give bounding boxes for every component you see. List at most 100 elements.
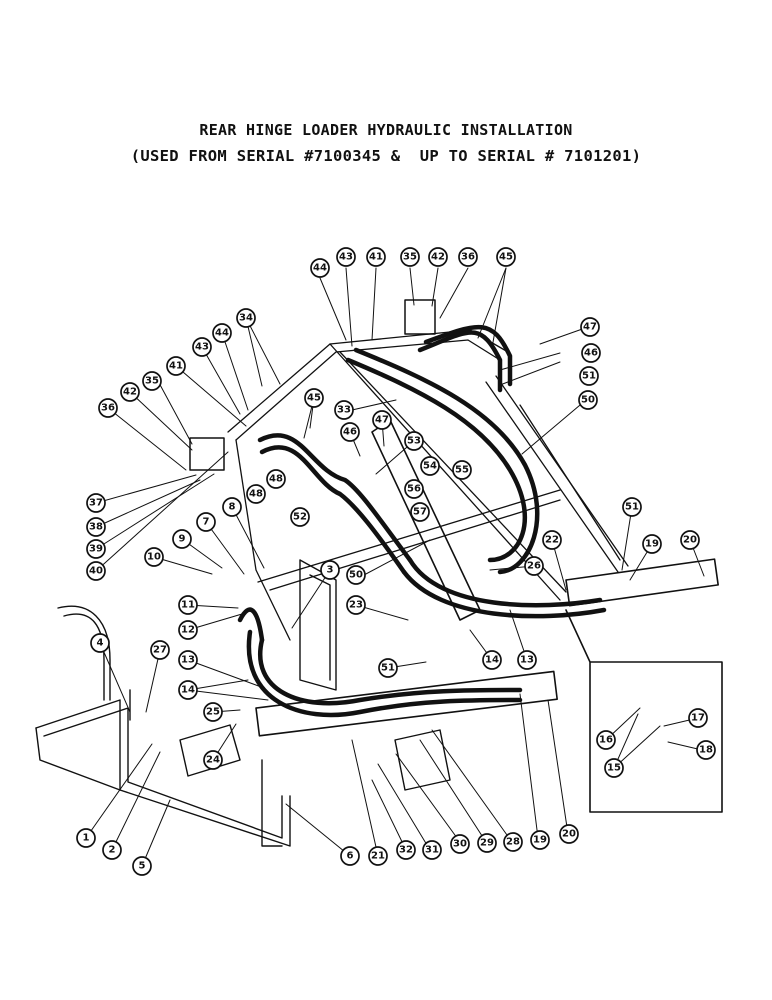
callout: 11 (178, 595, 198, 615)
svg-text:4: 4 (97, 638, 104, 649)
svg-text:46: 46 (584, 348, 598, 359)
svg-text:20: 20 (562, 829, 576, 840)
svg-text:52: 52 (293, 512, 307, 523)
svg-text:57: 57 (413, 507, 427, 518)
svg-text:45: 45 (307, 393, 321, 404)
svg-text:56: 56 (407, 484, 421, 495)
svg-text:43: 43 (195, 342, 209, 353)
callout: 41 (166, 356, 186, 376)
svg-text:47: 47 (375, 415, 389, 426)
svg-text:55: 55 (455, 465, 469, 476)
svg-text:1: 1 (83, 833, 90, 844)
callout: 20 (680, 530, 700, 550)
callout: 10 (144, 547, 164, 567)
callout: 30 (450, 834, 470, 854)
callout: 20 (559, 824, 579, 844)
svg-text:39: 39 (89, 544, 103, 555)
svg-text:10: 10 (147, 552, 161, 563)
svg-text:18: 18 (699, 745, 713, 756)
svg-text:30: 30 (453, 839, 467, 850)
svg-text:44: 44 (215, 328, 229, 339)
callout: 26 (524, 556, 544, 576)
svg-text:26: 26 (527, 561, 541, 572)
callout: 28 (503, 832, 523, 852)
svg-text:35: 35 (403, 252, 417, 263)
svg-text:48: 48 (269, 474, 283, 485)
svg-text:15: 15 (607, 763, 621, 774)
callout: 2 (102, 840, 122, 860)
svg-text:6: 6 (347, 851, 354, 862)
callout: 33 (334, 400, 354, 420)
svg-text:23: 23 (349, 600, 363, 611)
callout: 38 (86, 517, 106, 537)
svg-text:36: 36 (461, 252, 475, 263)
svg-text:33: 33 (337, 405, 351, 416)
svg-text:24: 24 (206, 755, 220, 766)
callout: 52 (290, 507, 310, 527)
svg-text:7: 7 (203, 517, 210, 528)
callout: 4 (90, 633, 110, 653)
callout: 51 (579, 366, 599, 386)
svg-text:46: 46 (343, 427, 357, 438)
svg-text:32: 32 (399, 845, 413, 856)
svg-text:21: 21 (371, 851, 385, 862)
callout: 19 (530, 830, 550, 850)
callout: 55 (452, 460, 472, 480)
svg-text:14: 14 (181, 685, 195, 696)
svg-text:43: 43 (339, 252, 353, 263)
svg-text:51: 51 (582, 371, 596, 382)
svg-text:50: 50 (581, 395, 595, 406)
callout: 57 (410, 502, 430, 522)
callout: 14 (482, 650, 502, 670)
svg-text:31: 31 (425, 845, 439, 856)
svg-text:29: 29 (480, 838, 494, 849)
callout: 41 (366, 247, 386, 267)
svg-text:35: 35 (145, 376, 159, 387)
callout: 1 (76, 828, 96, 848)
callout: 8 (222, 497, 242, 517)
svg-text:42: 42 (431, 252, 445, 263)
callout: 46 (340, 422, 360, 442)
callout: 23 (346, 595, 366, 615)
svg-text:54: 54 (423, 461, 437, 472)
callout: 54 (420, 456, 440, 476)
svg-text:37: 37 (89, 498, 103, 509)
callout: 50 (578, 390, 598, 410)
svg-text:42: 42 (123, 387, 137, 398)
callout: 36 (98, 398, 118, 418)
callout: 15 (604, 758, 624, 778)
callout: 25 (203, 702, 223, 722)
callout: 47 (580, 317, 600, 337)
svg-text:12: 12 (181, 625, 195, 636)
callout: 46 (581, 343, 601, 363)
callout: 43 (336, 247, 356, 267)
svg-text:50: 50 (349, 570, 363, 581)
svg-text:2: 2 (109, 845, 116, 856)
callout: 48 (246, 484, 266, 504)
base-frame (35, 559, 451, 847)
callout: 18 (696, 740, 716, 760)
svg-text:25: 25 (206, 707, 220, 718)
callout: 43 (192, 337, 212, 357)
svg-text:14: 14 (485, 655, 499, 666)
callout: 6 (340, 846, 360, 866)
callout: 44 (310, 258, 330, 278)
callout: 40 (86, 561, 106, 581)
svg-text:48: 48 (249, 489, 263, 500)
svg-text:34: 34 (239, 313, 253, 324)
detail-inset (565, 609, 723, 813)
callout: 13 (178, 650, 198, 670)
callout: 36 (458, 247, 478, 267)
svg-text:11: 11 (181, 600, 195, 611)
svg-text:17: 17 (691, 713, 705, 724)
svg-text:20: 20 (683, 535, 697, 546)
svg-text:51: 51 (625, 502, 639, 513)
svg-text:38: 38 (89, 522, 103, 533)
leader-lines (85, 267, 705, 867)
callout: 37 (86, 493, 106, 513)
valve-blocks (189, 299, 436, 471)
svg-text:3: 3 (327, 565, 334, 576)
callout: 44 (212, 323, 232, 343)
callout: 13 (517, 650, 537, 670)
